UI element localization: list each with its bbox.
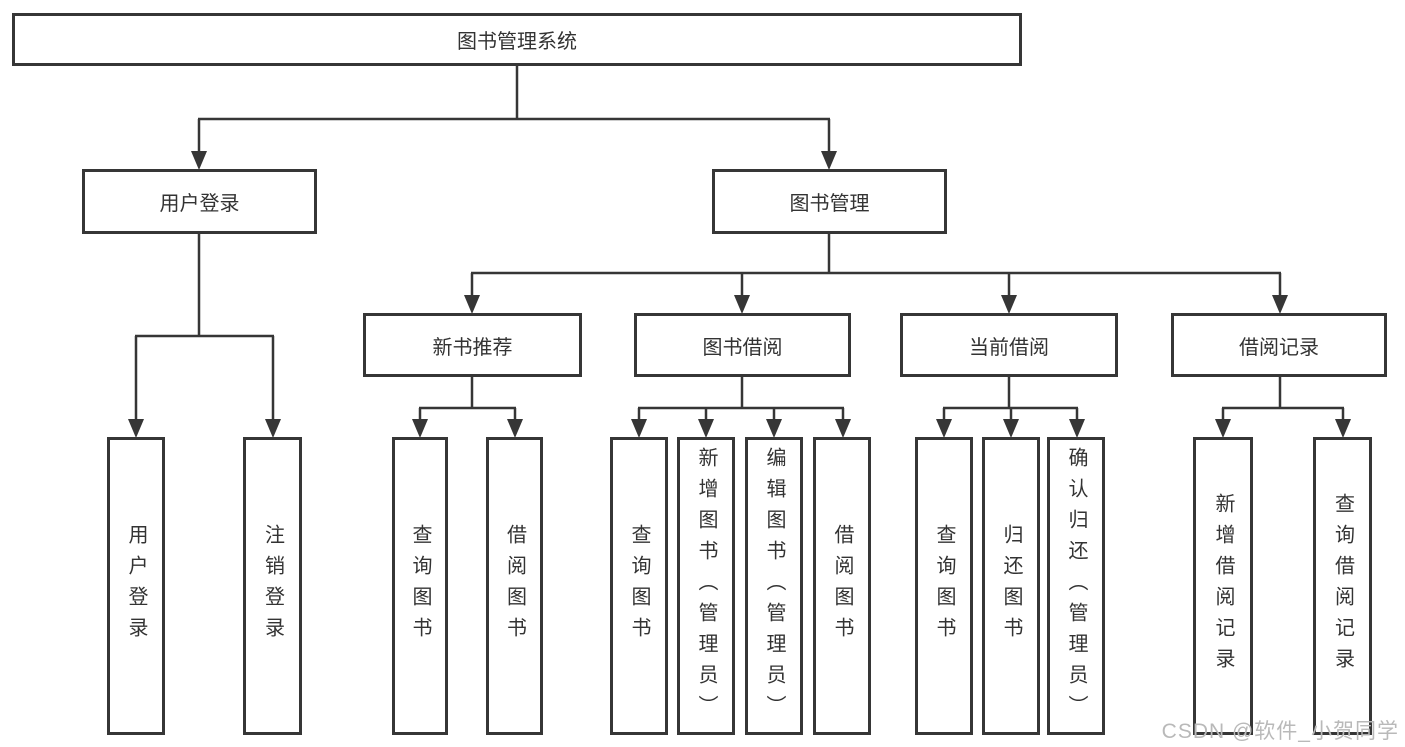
node-label: 查询图书 [628,524,650,648]
node-label: 新增图书（管理员） [695,446,717,726]
node-label: 新增借阅记录 [1212,493,1234,679]
node-label: 查询图书 [409,524,431,648]
node-label: 图书借阅 [702,336,783,359]
node-return-book: 归还图书 [982,437,1040,735]
node-label: 借阅图书 [503,524,526,648]
node-book-borrow: 图书借阅 [634,313,851,377]
node-borrow-records: 借阅记录 [1171,313,1387,377]
node-label: 注销登录 [261,524,284,648]
node-label: 确认归还（管理员） [1065,446,1087,726]
node-current-borrow: 当前借阅 [900,313,1118,377]
node-label: 图书管理系统 [457,31,577,53]
node-label: 借阅图书 [831,524,853,648]
node-user-login: 用户登录 [82,169,317,234]
node-label: 归还图书 [1000,524,1022,648]
node-confirm-return-admin: 确认归还（管理员） [1047,437,1105,735]
node-add-book-admin: 新增图书（管理员） [677,437,735,735]
node-user-login-leaf: 用户登录 [107,437,165,735]
node-label: 查询图书 [933,524,955,648]
node-label: 编辑图书（管理员） [763,446,785,726]
node-query-books-current: 查询图书 [915,437,973,735]
node-borrow-books-leaf: 借阅图书 [813,437,871,735]
csdn-watermark: CSDN @软件_小贺同学 [1161,720,1399,743]
node-label: 用户登录 [125,524,147,648]
node-query-books-recommend: 查询图书 [392,437,448,735]
node-label: 新书推荐 [432,336,513,359]
node-label: 图书管理 [789,193,870,215]
node-label: 当前借阅 [969,336,1049,359]
node-new-book-recommend: 新书推荐 [363,313,582,377]
node-edit-book-admin: 编辑图书（管理员） [745,437,803,735]
node-query-borrow-record: 查询借阅记录 [1313,437,1372,735]
node-logout: 注销登录 [243,437,302,735]
node-label: 用户登录 [159,193,240,215]
node-book-management: 图书管理 [712,169,947,234]
node-add-borrow-record: 新增借阅记录 [1193,437,1253,735]
node-label: 借阅记录 [1239,336,1319,359]
node-library-system: 图书管理系统 [12,13,1022,66]
node-query-books-borrow: 查询图书 [610,437,668,735]
node-borrow-books-recommend: 借阅图书 [486,437,543,735]
node-label: 查询借阅记录 [1331,493,1354,679]
